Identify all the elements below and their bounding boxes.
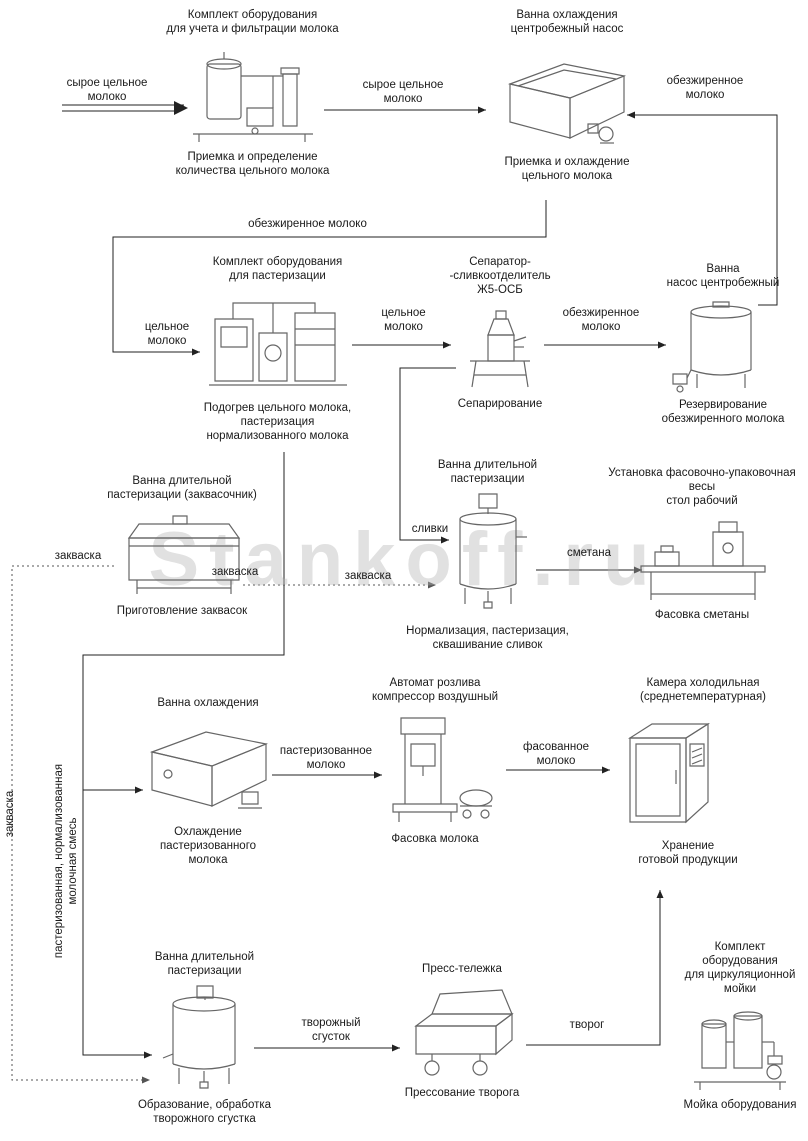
press-trolley-caption: Прессование творога xyxy=(404,1087,520,1100)
flow-label-starter-2: закваска xyxy=(211,566,259,578)
skim-tank-equipment-illustration xyxy=(671,296,776,394)
node-reception-bath: Ванна охлаждения центробежный насос Прие… xyxy=(462,8,672,183)
flow-label-pasteurized-milk: пастеризованное молоко xyxy=(279,745,373,772)
flow-label-whole-milk-mid: цельное молоко xyxy=(381,307,426,334)
flow-label-starter-vertical: закваска xyxy=(3,790,16,838)
packing-table-equipment-illustration xyxy=(635,514,770,604)
flow-label-raw-milk: сырое цельное молоко xyxy=(362,79,444,106)
pasteurizer-caption: Подогрев цельного молока, пастеризация н… xyxy=(203,402,352,443)
cream-vat-title: Ванна длительной пастеризации xyxy=(437,459,538,486)
separator-caption: Сепарирование xyxy=(457,398,543,411)
filling-machine-caption: Фасовка молока xyxy=(391,833,479,846)
flow-label-cream: сливки xyxy=(411,523,449,535)
pasteurizer-title: Комплект оборудования для пастеризации xyxy=(212,256,343,283)
washing-unit-equipment-illustration xyxy=(690,1002,790,1094)
cooling-bath-title: Ванна охлаждения xyxy=(157,697,259,709)
solid-flow-lines xyxy=(62,101,778,1059)
node-packing-table: Установка фасовочно-упаковочная весы сто… xyxy=(598,466,806,622)
node-cooling-bath: Ванна охлаждения Охлаждение пастеризован… xyxy=(138,696,278,867)
curd-vat-caption: Образование, обработка творожного сгустк… xyxy=(137,1099,272,1126)
flow-label-packed-milk: фасованное молоко xyxy=(522,741,589,768)
cold-chamber-caption: Хранение готовой продукции xyxy=(638,840,738,867)
packing-table-caption: Фасовка сметаны xyxy=(654,609,750,622)
flow-label-tvorog: творог xyxy=(569,1019,605,1031)
flow-label-skim-milk-mid: обезжиренное молоко xyxy=(562,307,640,334)
node-filling-machine: Автомат розлива компрессор воздушный Фас… xyxy=(360,676,510,846)
flow-label-starter-1: закваска xyxy=(54,550,102,562)
node-intake-unit: Комплект оборудования для учета и фильтр… xyxy=(140,8,365,178)
flow-label-skim-milk-return: обезжиренное молоко xyxy=(666,75,744,102)
flow-label-starter-3: закваска xyxy=(344,570,392,582)
cold-chamber-equipment-illustration xyxy=(618,710,718,835)
separator-equipment-illustration xyxy=(458,303,543,393)
node-starter-bath: Ванна длительной пастеризации (заквасочн… xyxy=(82,474,282,618)
node-press-trolley: Пресс-тележка Прессование творога xyxy=(392,962,532,1100)
reception-equipment-illustration xyxy=(502,46,632,151)
flow-label-skim-milk-wide: обезжиренное молоко xyxy=(248,218,367,230)
intake-caption: Приемка и определение количества цельног… xyxy=(175,151,330,178)
starter-bath-caption: Приготовление заквасок xyxy=(116,605,248,618)
starter-dotted-lines xyxy=(11,565,436,1084)
cooling-bath-equipment-illustration xyxy=(146,716,271,821)
reception-caption: Приемка и охлаждение цельного молока xyxy=(504,156,630,183)
node-washing-unit: Комплект оборудования для циркуляционной… xyxy=(676,940,804,1112)
node-separator: Сепаратор- -сливкоотделитель Ж5-ОСБ Сепа… xyxy=(435,255,565,411)
cream-vat-caption: Нормализация, пастеризация, сквашивание … xyxy=(406,625,569,652)
node-skim-tank: Ванна насос центробежный Резервирование … xyxy=(648,262,798,426)
skim-tank-title: Ванна насос центробежный xyxy=(666,263,780,290)
cream-vat-equipment-illustration xyxy=(443,492,533,620)
cooling-bath-caption: Охлаждение пастеризованного молока xyxy=(159,826,257,867)
skim-tank-caption: Резервирование обезжиренного молока xyxy=(661,399,785,426)
reception-title: Ванна охлаждения центробежный насос xyxy=(510,9,624,36)
filling-machine-title: Автомат розлива xyxy=(389,677,481,689)
washing-unit-title: Комплект оборудования для циркуляционной… xyxy=(684,941,796,996)
node-curd-vat: Ванна длительной пастеризации Образовани… xyxy=(122,950,287,1126)
starter-bath-equipment-illustration xyxy=(117,508,247,600)
curd-vat-equipment-illustration xyxy=(157,984,252,1094)
filling-machine-equipment-illustration xyxy=(373,710,498,828)
packing-table-subtitle: стол рабочий xyxy=(666,495,738,508)
filling-machine-subtitle: компрессор воздушный xyxy=(371,691,499,704)
pasteurizer-equipment-illustration xyxy=(203,289,353,397)
flow-label-raw-milk-input: сырое цельное молоко xyxy=(66,77,148,104)
intake-title: Комплект оборудования для учета и фильтр… xyxy=(166,9,339,36)
starter-bath-title: Ванна длительной пастеризации (заквасочн… xyxy=(107,475,257,502)
press-trolley-title: Пресс-тележка xyxy=(422,963,502,975)
node-pasteurizer-unit: Комплект оборудования для пастеризации П… xyxy=(185,255,370,443)
press-trolley-equipment-illustration xyxy=(402,982,522,1082)
flow-label-smetana: сметана xyxy=(567,547,611,559)
node-cold-chamber: Камера холодильная (среднетемпературная)… xyxy=(608,676,798,867)
curd-vat-title: Ванна длительной пастеризации xyxy=(154,951,255,978)
flow-label-whole-milk-left: цельное молоко xyxy=(144,321,190,348)
flow-label-mixture-vertical: пастеризованная, нормализованная молочна… xyxy=(52,763,79,959)
separator-title: Сепаратор- -сливкоотделитель Ж5-ОСБ xyxy=(449,256,551,297)
washing-unit-caption: Мойка оборудования xyxy=(683,1099,797,1112)
packing-table-title: Установка фасовочно-упаковочная весы xyxy=(608,467,796,494)
flow-label-curd-clot: творожный сгусток xyxy=(301,1017,361,1044)
cold-chamber-title: Камера холодильная (среднетемпературная) xyxy=(639,677,766,704)
intake-equipment-illustration xyxy=(185,46,320,146)
node-cream-vat: Ванна длительной пастеризации Нормализац… xyxy=(405,458,570,652)
